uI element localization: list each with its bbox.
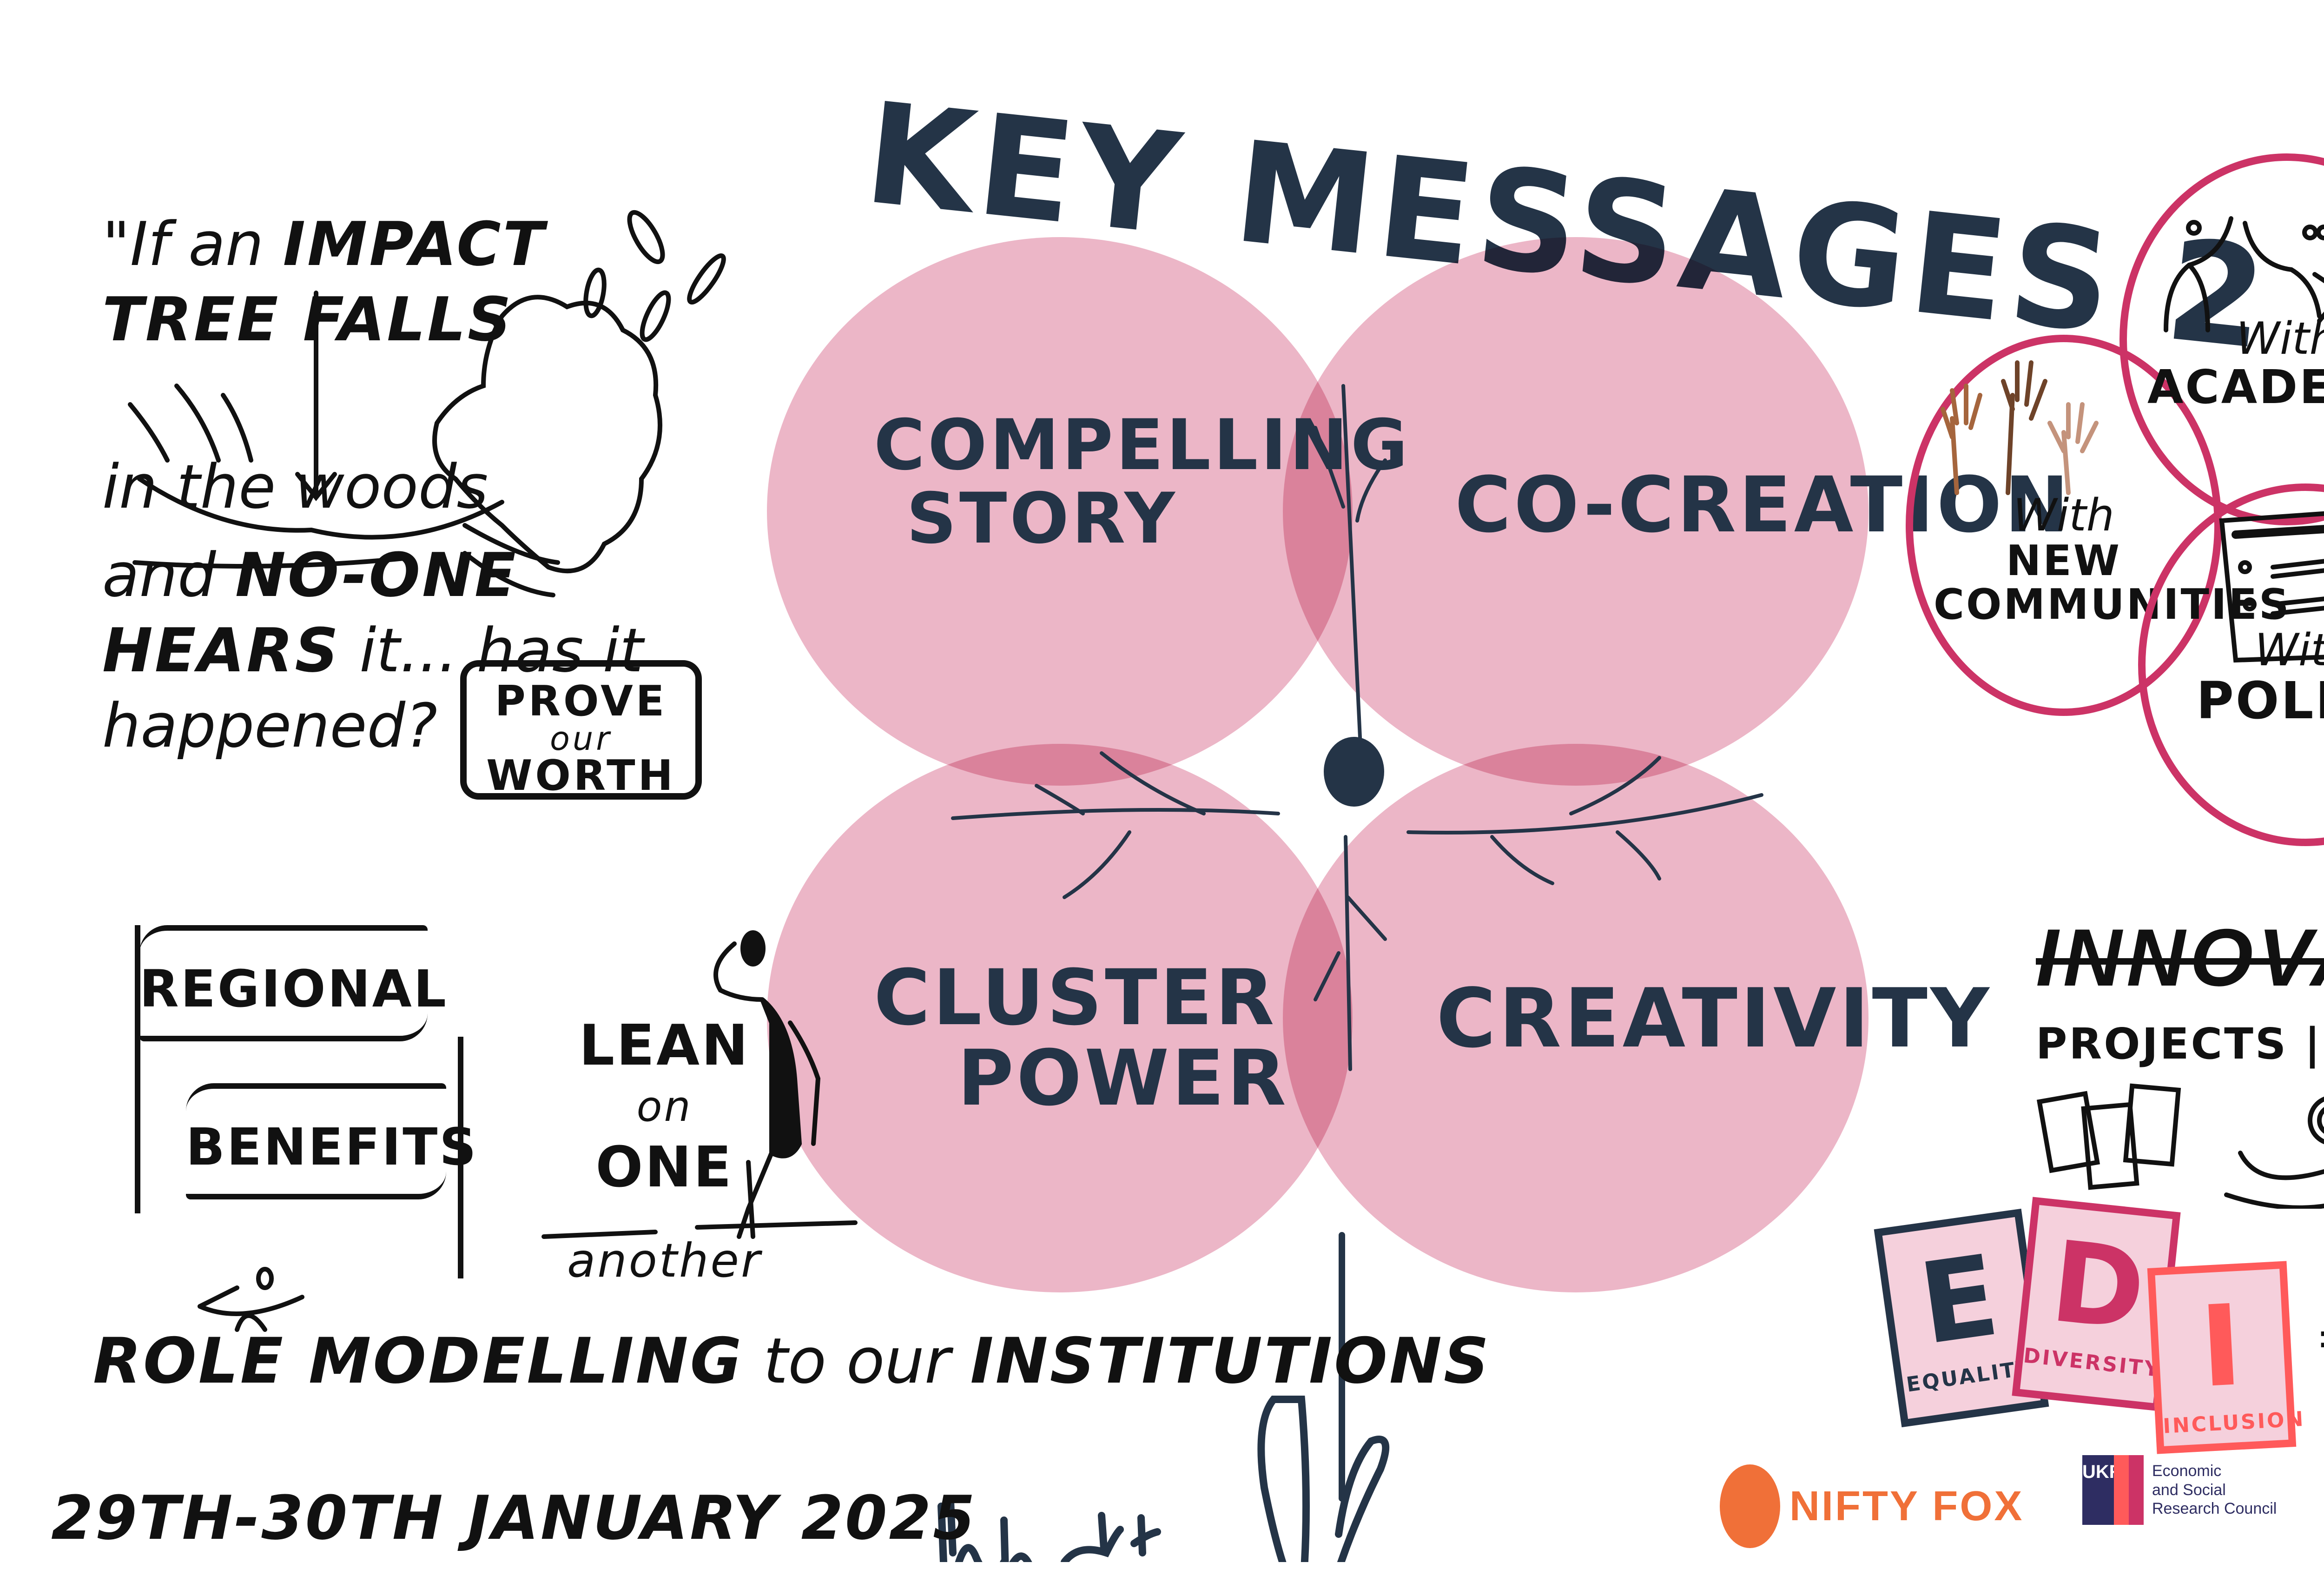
flag-label: REGIONAL bbox=[139, 959, 448, 1019]
leaf-veins-icon bbox=[951, 384, 1763, 1071]
petal-label-line: Power bbox=[957, 1033, 1289, 1123]
academics-collaborating-icon bbox=[2164, 216, 2324, 332]
petal-label-line: Cluster bbox=[874, 953, 1277, 1042]
benefits-flag: BENEFITS bbox=[186, 1083, 476, 1199]
raised-hands-icon bbox=[1941, 360, 2099, 495]
role-modelling-text: to our bbox=[763, 1324, 951, 1397]
stick-figure-icon bbox=[198, 1267, 304, 1332]
lean-on-one-another: LEAN on ONE another bbox=[567, 1018, 762, 1296]
petal-compelling-story bbox=[767, 237, 1353, 786]
esrc-line: Research Council bbox=[2152, 1500, 2277, 1518]
esrc-line: and Social bbox=[2152, 1481, 2226, 1499]
quote-text: and bbox=[102, 540, 216, 610]
quote-line-1: "If an IMPACT bbox=[102, 214, 823, 274]
quote-text: "If an bbox=[102, 209, 264, 279]
quote-text: in the woods bbox=[102, 451, 489, 522]
ukri-letters: UKRI bbox=[2082, 1455, 2128, 1525]
partner-with: With bbox=[2255, 625, 2324, 676]
quote-line-2: TREE FALLS bbox=[102, 289, 823, 350]
innovating-subtitle: PROJECTS | DELIVERY | IMPACT bbox=[2036, 1019, 2324, 1069]
falling-tree-icon bbox=[128, 210, 726, 597]
quote-text: happened? bbox=[102, 690, 437, 761]
edi-word: INCLUSION bbox=[2162, 1407, 2306, 1438]
innovating-heading: INNOVATING bbox=[2036, 913, 2324, 1003]
esrc-line: Economic bbox=[2152, 1462, 2222, 1480]
quote-text: it... has it bbox=[359, 615, 643, 686]
policy-document-icon bbox=[2219, 511, 2324, 663]
flower-stem-icon bbox=[1339, 1232, 1345, 1502]
flag-label: BENEFITS bbox=[186, 1117, 478, 1177]
bubble-line: our bbox=[550, 720, 612, 758]
petal-cluster-power bbox=[767, 744, 1353, 1292]
quote-line-5: HEARS it... has it bbox=[102, 620, 823, 681]
quote-emphasis: HEARS bbox=[102, 615, 340, 686]
impact-tree-quote: "If an IMPACT TREE FALLS in the woods an… bbox=[102, 214, 823, 771]
petal-label-line: Creativity bbox=[1436, 972, 1992, 1066]
partner-with: With bbox=[2013, 490, 2114, 541]
ukri-esrc-logo: UKRI Economic and Social Research Counci… bbox=[2082, 1455, 2277, 1525]
role-modelling-statement: ROLE MODELLING to our INSTITUTIONS bbox=[93, 1330, 1491, 1392]
quote-emphasis: TREE FALLS bbox=[102, 284, 513, 355]
quote-line-6: happened? bbox=[102, 695, 823, 756]
partner-name: ACADEMICS bbox=[2147, 359, 2324, 414]
quote-line-3: in the woods bbox=[102, 457, 823, 517]
regional-flag: REGIONAL bbox=[139, 925, 446, 1041]
lean-line: another bbox=[567, 1233, 762, 1288]
edi-card-inclusion: I INCLUSION bbox=[2147, 1261, 2306, 1454]
delivery-magnifier-icon bbox=[2238, 1151, 2324, 1180]
flag-pole-right-icon bbox=[458, 1037, 463, 1278]
role-modelling-emphasis: ROLE MODELLING bbox=[93, 1324, 744, 1397]
partner-policy: With POLICY bbox=[2175, 625, 2324, 730]
petal-co-creation bbox=[1283, 237, 1868, 786]
projects-documents-icon bbox=[2036, 1091, 2100, 1173]
lean-line: on bbox=[636, 1082, 693, 1131]
role-modelling-emphasis: INSTITUTIONS bbox=[970, 1324, 1491, 1397]
nifty-fox-logo: NIFTY FOX bbox=[1720, 1464, 2024, 1548]
edi-letter: I bbox=[2197, 1280, 2245, 1413]
prove-our-worth-bubble: PROVE our WORTH bbox=[460, 660, 702, 800]
flag-pole-left-icon bbox=[135, 925, 140, 1213]
petal-label-cluster-power: Cluster Power bbox=[874, 953, 1289, 1123]
partner-academics: With ACADEMICS bbox=[2147, 316, 2324, 411]
petal-label-line: Story bbox=[906, 478, 1178, 559]
nifty-fox-wordmark: NIFTY FOX bbox=[1789, 1483, 2024, 1530]
fox-icon bbox=[1720, 1464, 1780, 1548]
bubble-line: PROVE bbox=[495, 677, 667, 726]
esrc-wordmark: Economic and Social Research Council bbox=[2152, 1462, 2277, 1518]
lean-line: LEAN bbox=[579, 1013, 750, 1078]
petal-label-creativity: Creativity bbox=[1436, 976, 1992, 1062]
partner-name: POLICY bbox=[2196, 670, 2324, 730]
lean-line: ONE bbox=[595, 1135, 733, 1200]
edi-letter: E bbox=[1912, 1230, 2006, 1370]
leaning-figure-icon bbox=[541, 930, 858, 1239]
quote-emphasis: IMPACT bbox=[283, 209, 546, 279]
innovating-icons bbox=[2036, 1083, 2324, 1209]
petal-creativity bbox=[1283, 744, 1868, 1292]
petal-label-line: Compelling bbox=[874, 405, 1411, 486]
flower-center-icon bbox=[1324, 737, 1384, 807]
ukri-mark-icon: UKRI bbox=[2082, 1455, 2144, 1525]
grass-leaves-icon bbox=[938, 1396, 1390, 1562]
edi-equals-sign: = bbox=[2319, 1316, 2324, 1364]
petal-label-compelling-story: Compelling Story bbox=[874, 409, 1411, 556]
event-date: 29TH-30TH JANUARY 2025 bbox=[51, 1483, 977, 1553]
partner-with: With bbox=[2236, 313, 2324, 364]
bubble-line: WORTH bbox=[486, 751, 676, 800]
